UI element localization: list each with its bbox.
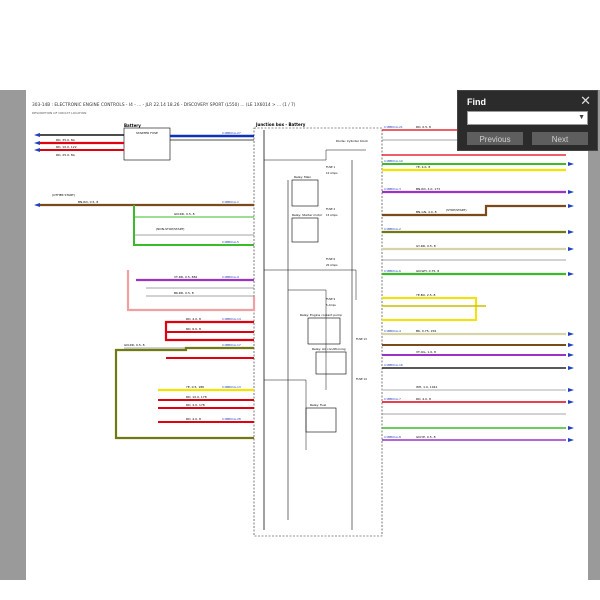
document-subheader: DESCRIPTION OF CIRCUIT LOCATION <box>32 111 86 115</box>
wiring-diagram: 303-14B : ELECTRONIC ENGINE CONTROLS - I… <box>32 102 574 537</box>
fuse-label: FUSE 6 <box>326 257 336 261</box>
fuse-label: FUSE 2 <box>326 207 336 211</box>
close-icon[interactable]: ✕ <box>580 93 591 108</box>
starter-fuse-label: STARTER FUSE <box>136 131 158 135</box>
fuse-label: FUSE 13 <box>356 337 367 341</box>
viewer-background-left <box>0 90 26 580</box>
connector-label: C1BB01A-27 <box>222 131 241 135</box>
connector-label: C1BB01A-1 <box>222 200 239 204</box>
right-edge-terminals <box>568 128 574 442</box>
wiring-diagram-page: 303-14B : ELECTRONIC ENGINE CONTROLS - I… <box>26 90 588 580</box>
fuse-label: FUSE 9 <box>326 297 336 301</box>
wire-label: YE, 4.0, 8 <box>416 165 430 169</box>
wire-pink <box>126 270 256 312</box>
find-panel: Find ✕ ▼ Previous Next <box>457 90 598 151</box>
relay-main-label: Relay: Main <box>294 175 311 179</box>
battery-label: Battery <box>124 123 141 128</box>
relay-starter-label: Relay: Starter motor <box>292 213 323 217</box>
connector-label: C1BB01A-14 <box>222 317 241 321</box>
wire-label: RD, 10.0, 122 <box>56 145 77 149</box>
wire-olive <box>114 346 254 440</box>
connector-label: C1BB01A-7 <box>384 397 401 401</box>
relay-ac-label: Relay: Air conditioning <box>312 347 346 351</box>
wire-label: GN-YE, 0.5, 8 <box>416 435 436 439</box>
previous-button[interactable]: Previous <box>467 132 523 145</box>
connector-label: C1BB01A-3 <box>384 187 401 191</box>
wire-label: RD, 4.0, 178 <box>186 403 205 407</box>
relay-coolant-label: Relay: Engine coolant pump <box>300 313 342 317</box>
wire-label: VT-RD, 0.5, 882 <box>174 275 197 279</box>
internal-wiring-2 <box>264 269 357 300</box>
note-label: (NON-STOP/START) <box>156 227 184 231</box>
connector-label: C1BB01A-13 <box>222 385 241 389</box>
connector-label: C1BB01A-28 <box>222 417 241 421</box>
connector-label: C1BB01A-4 <box>384 329 401 333</box>
wire-label: GN-RD, 0.5, 8 <box>174 212 195 216</box>
wire-label: RD, 35.0, 8A <box>56 138 76 142</box>
amp-label: 10 Amps <box>326 171 338 175</box>
connector-label: C1BB01A-5 <box>222 240 239 244</box>
wire-label: BN-RD, 0.5, 8 <box>78 200 98 204</box>
wire-label: GN-WH, 0.75, 8 <box>416 269 439 273</box>
connector-label: C1BB01A-8 <box>384 435 401 439</box>
wire-label: BK-RD, 0.5, 8 <box>174 291 194 295</box>
find-input-container: ▼ <box>467 111 588 125</box>
chevron-down-icon[interactable]: ▼ <box>578 114 585 121</box>
wire-label: BK, 0.75, 156 <box>416 329 436 333</box>
amp-label: 5 Amps <box>326 303 336 307</box>
relay-starter-box <box>291 217 319 243</box>
viewer-background-right <box>588 90 600 580</box>
wire-label: RD, 4.0, 8 <box>186 417 201 421</box>
document-header: 303-14B : ELECTRONIC ENGINE CONTROLS - I… <box>32 102 296 108</box>
amp-label: 20 Amps <box>326 263 338 267</box>
connector-label: C1BB01A-16 <box>384 363 403 367</box>
wire-label: BN-RD, 4.0, 173 <box>416 187 440 191</box>
wire-right-brown <box>382 204 566 217</box>
diode-label: Diode: Cylinder block <box>336 139 368 143</box>
wire-label: VT-OG, 1.0, 8 <box>416 350 436 354</box>
connector-label: C1BB01A-10 <box>384 159 403 163</box>
connector-label: C1BB01A-17 <box>222 343 241 347</box>
relay-fuel-box <box>305 407 337 433</box>
wire-label: YE-BU, 2.5, 8 <box>416 293 436 297</box>
wire-label: GY-RD, 0.5, 8 <box>416 244 436 248</box>
fuse-label: FUSE 1 <box>326 165 336 169</box>
connector-label: C1BB01A-21 <box>384 125 403 129</box>
internal-wiring-3 <box>288 289 327 390</box>
wire-green-1 <box>133 205 254 246</box>
connector-label: C1BB01A-2 <box>384 227 401 231</box>
wire-right-yellow-loop <box>382 297 477 321</box>
wire-label: RD, 6.0, 8 <box>186 327 201 331</box>
connector-label: C1BB01A-9 <box>222 275 239 279</box>
relay-fuel-label: Relay: Fuel <box>310 403 326 407</box>
relay-main-box <box>291 179 319 207</box>
connector-label: C1BB01A-6 <box>384 269 401 273</box>
wire-label: RD, 25.0, 8A <box>56 153 76 157</box>
wire-label: WH, 1.0, 1041 <box>416 385 438 389</box>
note-label: (OTHER START) <box>52 193 75 197</box>
internal-wiring-4 <box>264 379 307 450</box>
wire-label: GN-RD, 0.5, 8 <box>124 343 145 347</box>
note-label: (STOP/START) <box>446 208 467 212</box>
wire-label: RD, 4.0, 8 <box>186 317 201 321</box>
junction-box-label: Junction box - Battery <box>255 122 306 127</box>
wire-label: BN-GN, 4.0, 8 <box>416 210 437 214</box>
wire-label: RD, 4.0, 8 <box>416 397 431 401</box>
wire-label: RD, 0.5, 8 <box>416 125 431 129</box>
fuse-label: FUSE 14 <box>356 377 367 381</box>
find-panel-title: Find <box>467 97 486 107</box>
find-input[interactable] <box>468 112 582 124</box>
wire-label: YE, 0.5, 186 <box>186 385 204 389</box>
left-edge-terminals <box>34 133 40 207</box>
internal-wiring-1 <box>264 149 366 161</box>
wire-label: RD, 10.0, 178 <box>186 395 207 399</box>
amp-label: 15 Amps <box>326 213 338 217</box>
relay-ac-box <box>315 351 347 375</box>
next-button[interactable]: Next <box>532 132 588 145</box>
relay-coolant-box <box>307 317 341 345</box>
